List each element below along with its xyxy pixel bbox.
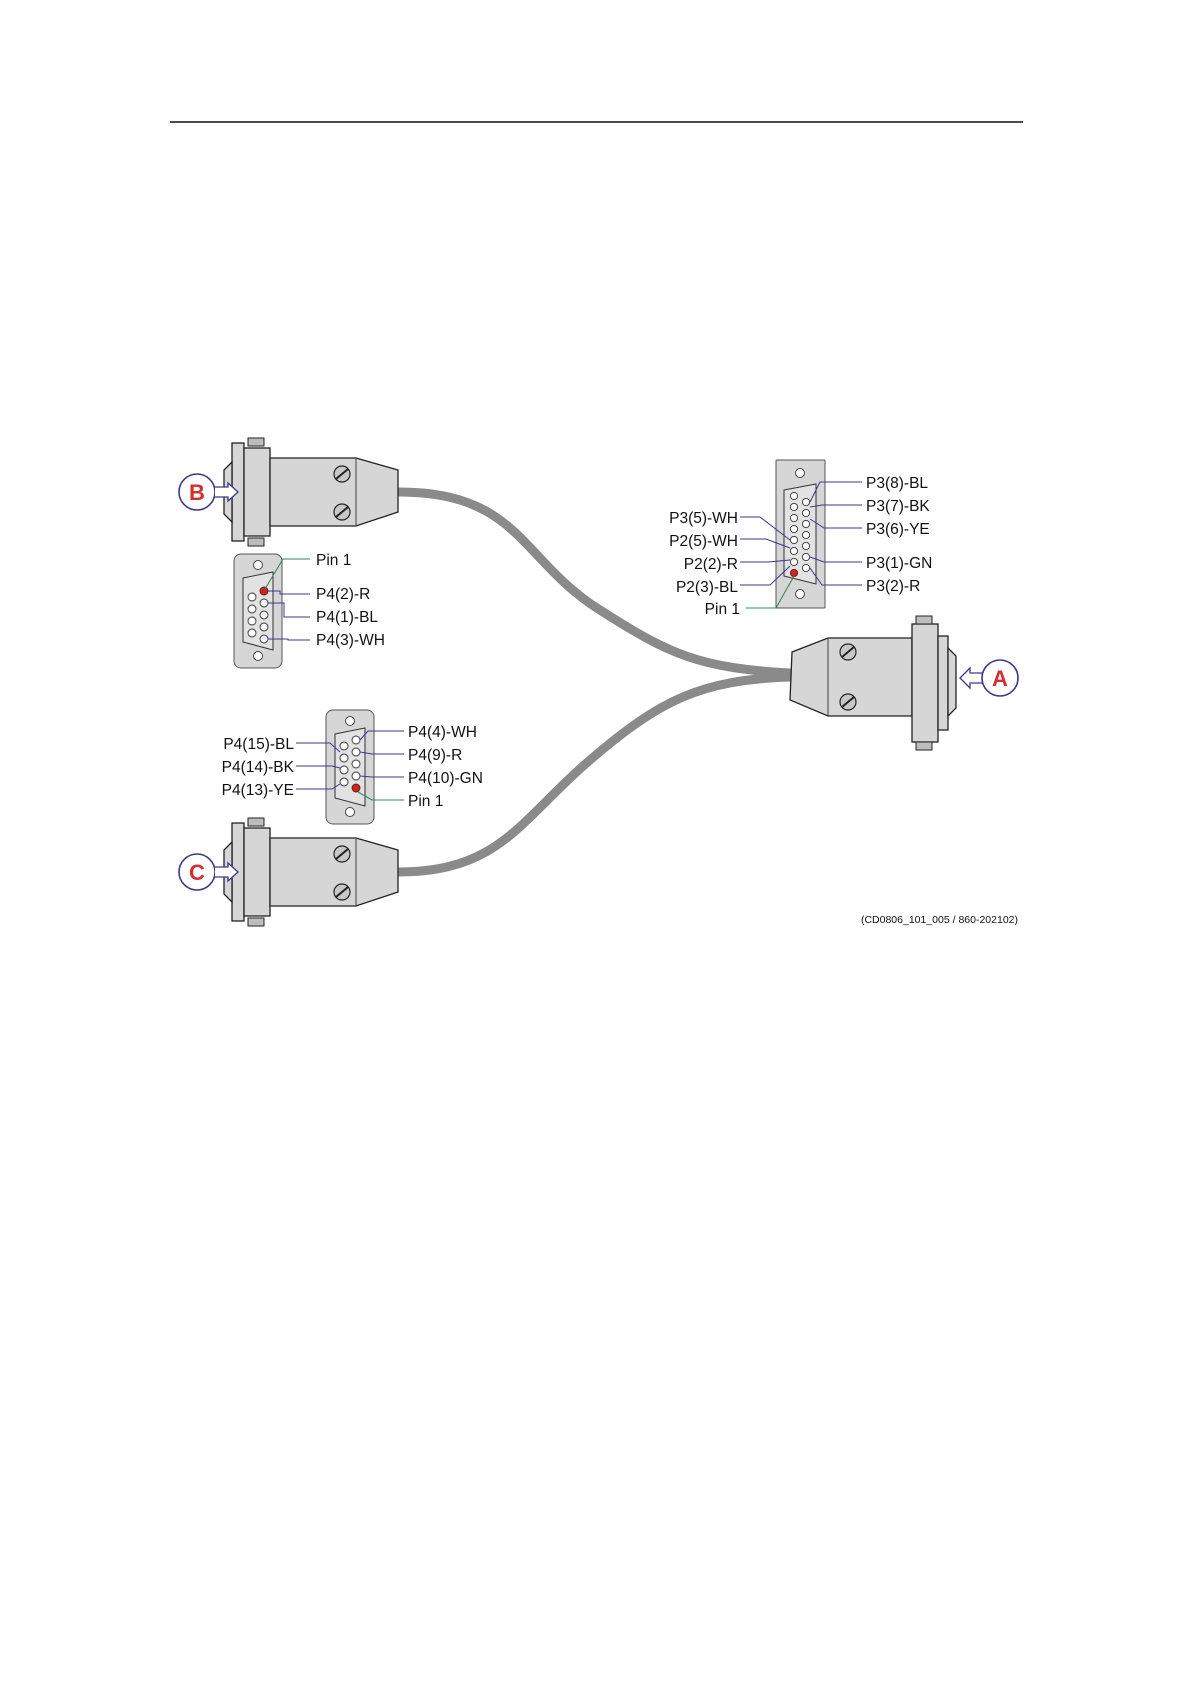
screw-icon bbox=[334, 846, 350, 862]
callout-a-letter: A bbox=[992, 666, 1008, 691]
screw-icon bbox=[334, 466, 350, 482]
label-c-pin1: Pin 1 bbox=[408, 793, 443, 810]
label-p3-7-bk: P3(7)-BK bbox=[866, 498, 930, 515]
label-p4-13-ye: P4(13)-YE bbox=[222, 782, 294, 799]
label-p3-8-bl: P3(8)-BL bbox=[866, 475, 928, 492]
connector-a-face bbox=[740, 460, 862, 608]
connector-a bbox=[790, 616, 956, 750]
connector-c-flange-plate bbox=[244, 828, 270, 916]
label-p4-10-gn: P4(10)-GN bbox=[408, 770, 483, 787]
screw-icon bbox=[840, 644, 856, 660]
figure-reference: (CD0806_101_005 / 860-202102) bbox=[861, 914, 1018, 926]
callout-b-letter: B bbox=[189, 480, 205, 505]
label-p3-5-wh: P3(5)-WH bbox=[669, 510, 738, 527]
label-p2-3-bl: P2(3)-BL bbox=[676, 579, 738, 596]
connector-b-face bbox=[234, 554, 310, 668]
screw-icon bbox=[334, 884, 350, 900]
pin-1-marker bbox=[260, 587, 268, 595]
label-p2-5-wh: P2(5)-WH bbox=[669, 533, 738, 550]
label-p4-2-r: P4(2)-R bbox=[316, 586, 370, 603]
label-b-pin1: Pin 1 bbox=[316, 552, 351, 569]
label-p3-2-r: P3(2)-R bbox=[866, 578, 920, 595]
screw-icon bbox=[334, 504, 350, 520]
screw-icon bbox=[840, 694, 856, 710]
connector-a-flange-plate bbox=[912, 624, 938, 742]
connector-a-flange bbox=[938, 636, 948, 730]
label-p4-14-bk: P4(14)-BK bbox=[222, 759, 295, 776]
label-p3-1-gn: P3(1)-GN bbox=[866, 555, 932, 572]
label-p2-2-r: P2(2)-R bbox=[684, 556, 738, 573]
connector-b bbox=[224, 438, 398, 546]
callout-c-letter: C bbox=[189, 860, 205, 885]
connector-c-face bbox=[296, 710, 404, 824]
label-p4-1-bl: P4(1)-BL bbox=[316, 609, 378, 626]
label-p4-4-wh: P4(4)-WH bbox=[408, 724, 477, 741]
pin-1-marker bbox=[352, 784, 360, 792]
connector-c bbox=[224, 818, 398, 926]
callout-a: A bbox=[960, 660, 1018, 696]
label-p3-6-ye: P3(6)-YE bbox=[866, 521, 930, 538]
arrow-left-icon bbox=[960, 668, 982, 688]
label-a-pin1: Pin 1 bbox=[705, 601, 740, 618]
label-p4-3-wh: P4(3)-WH bbox=[316, 632, 385, 649]
connector-b-hood bbox=[270, 458, 398, 526]
label-p4-15-bl: P4(15)-BL bbox=[223, 736, 294, 753]
connector-c-hood bbox=[270, 838, 398, 906]
connector-a-front bbox=[948, 648, 956, 716]
pin-1-marker bbox=[790, 569, 797, 576]
label-p4-9-r: P4(9)-R bbox=[408, 747, 462, 764]
connector-b-flange-plate bbox=[244, 448, 270, 536]
